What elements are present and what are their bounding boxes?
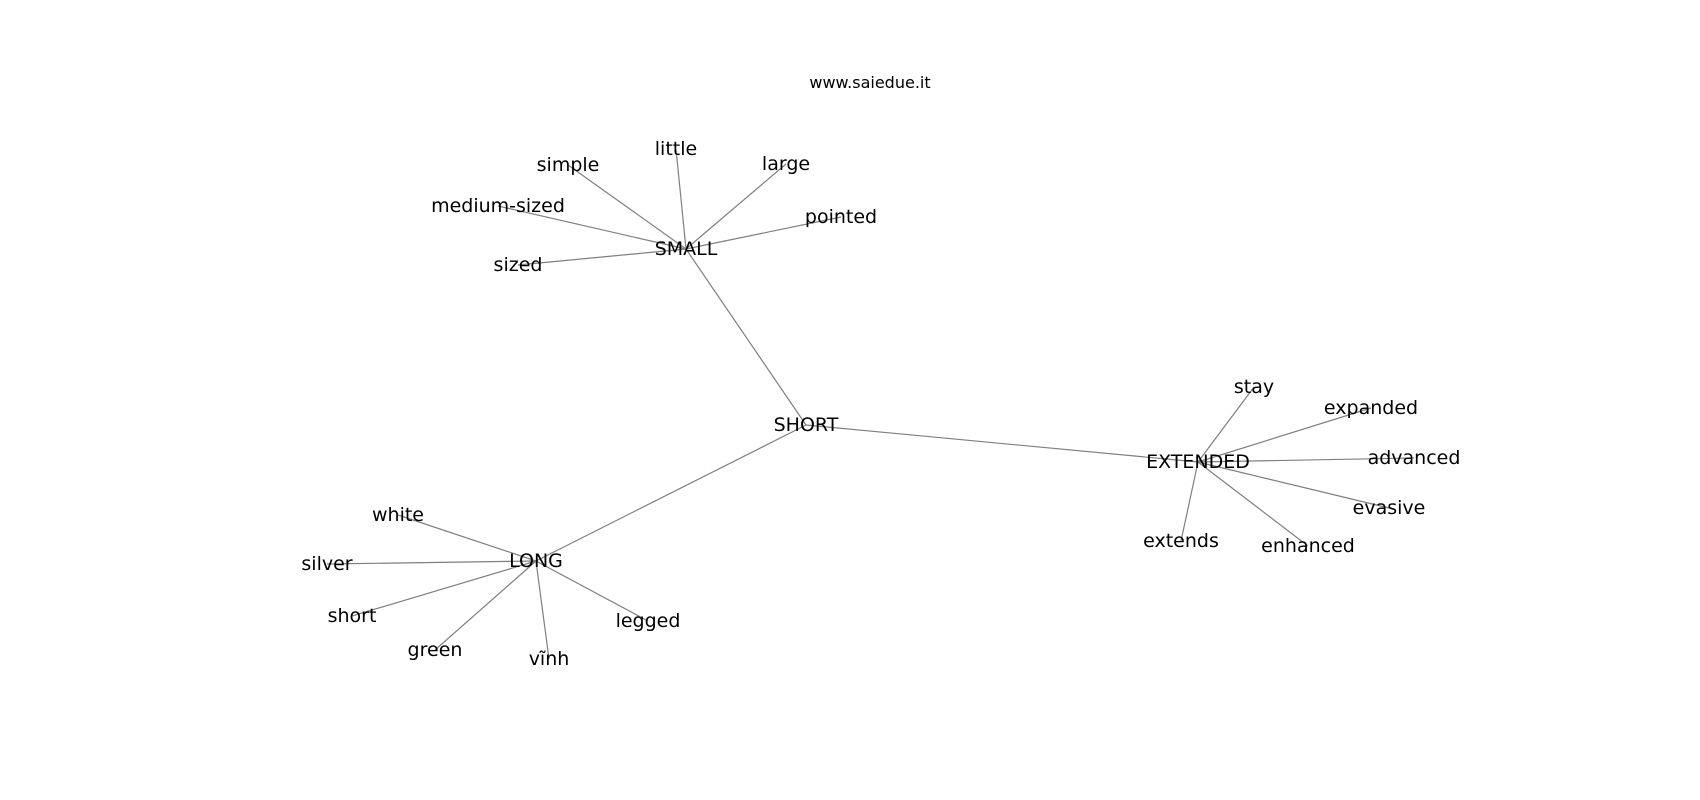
node-label-simple: simple <box>537 154 600 176</box>
edge-small-simple <box>567 164 687 250</box>
node-label-enhanced: enhanced <box>1261 535 1355 557</box>
edge-extended-extends <box>1180 461 1199 542</box>
node-label-small: SMALL <box>655 238 718 260</box>
node-label-vinh: vĩnh <box>529 648 570 670</box>
edge-small-medium_sized <box>497 205 687 250</box>
node-label-white: white <box>372 504 424 526</box>
edge-long-vinh <box>535 560 550 660</box>
graph-nodes: SHORT SMALL LONG EXTENDED simple little large m… <box>301 138 1460 670</box>
node-label-extends: extends <box>1143 530 1219 552</box>
edge-small-pointed <box>685 216 842 250</box>
edge-extended-advanced <box>1197 457 1415 463</box>
edge-extended-evasive <box>1197 461 1390 509</box>
edge-long-white <box>397 514 537 562</box>
edge-short_hub-small <box>685 248 807 426</box>
node-label-sized: sized <box>494 254 543 276</box>
edge-short_hub-extended <box>805 424 1199 463</box>
edge-small-sized <box>517 248 687 266</box>
edge-long-short_leaf <box>351 560 537 617</box>
node-label-pointed: pointed <box>805 206 877 228</box>
node-label-little: little <box>655 138 697 160</box>
node-label-extended: EXTENDED <box>1146 451 1250 473</box>
edge-long-legged <box>535 560 649 622</box>
node-label-advanced: advanced <box>1368 447 1461 469</box>
node-label-stay: stay <box>1234 376 1274 398</box>
graph-edges <box>326 148 1415 660</box>
node-label-expanded: expanded <box>1324 397 1418 419</box>
node-label-long: LONG <box>509 550 563 572</box>
edge-small-little <box>675 148 687 250</box>
edge-extended-enhanced <box>1197 461 1309 547</box>
node-label-evasive: evasive <box>1353 497 1426 519</box>
watermark-text: www.saiedue.it <box>809 73 930 92</box>
edge-extended-stay <box>1197 386 1255 463</box>
node-label-medium-sized: medium-sized <box>431 195 565 217</box>
edge-extended-expanded <box>1197 407 1372 463</box>
node-label-silver: silver <box>301 553 352 575</box>
edge-short_hub-long <box>535 424 807 562</box>
edge-long-silver <box>326 560 537 565</box>
edge-long-green <box>434 560 537 651</box>
node-label-green: green <box>408 639 463 661</box>
edge-small-large <box>685 163 787 250</box>
node-label-short-hub: SHORT <box>774 414 839 436</box>
node-label-legged: legged <box>616 610 681 632</box>
node-label-short-leaf: short <box>328 605 377 627</box>
node-label-large: large <box>762 153 810 175</box>
